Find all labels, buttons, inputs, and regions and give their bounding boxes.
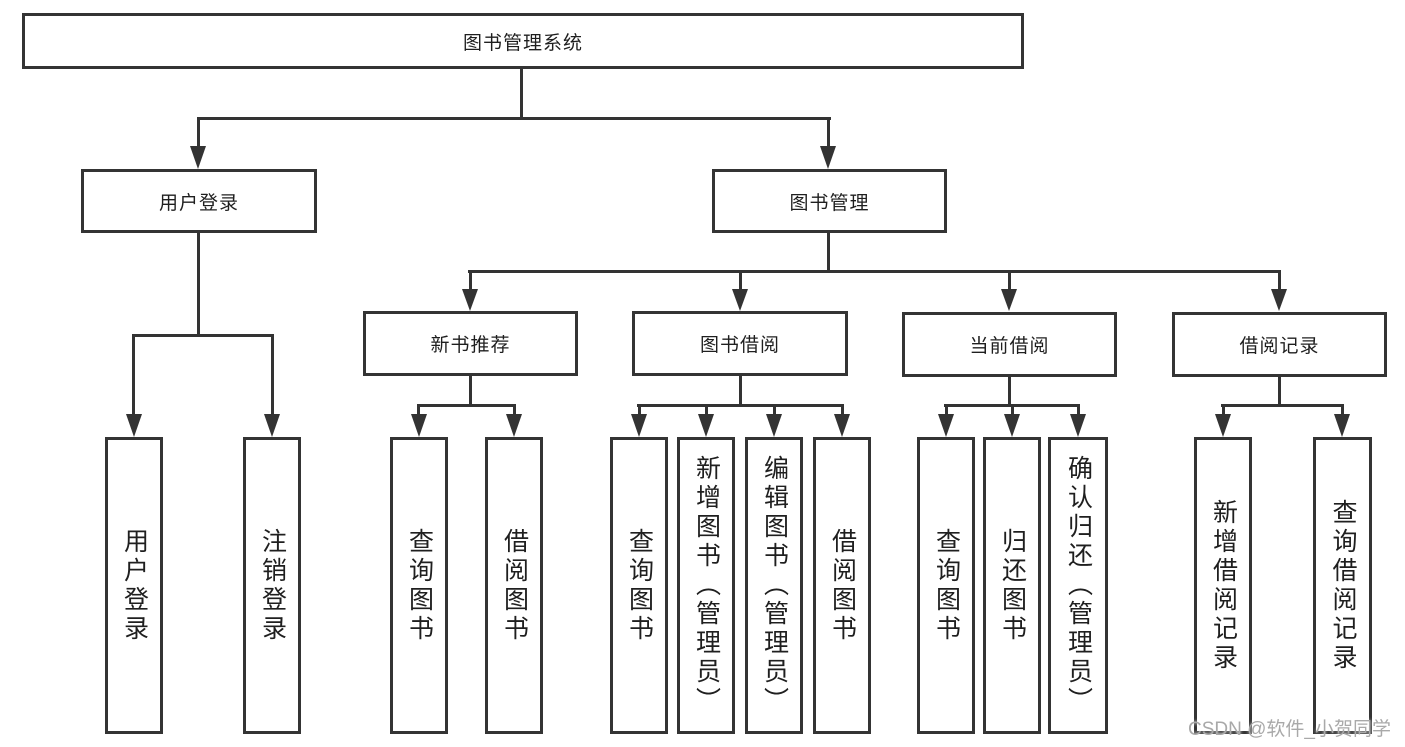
leaf-label: 借阅图书	[828, 527, 857, 644]
leaf-label: 借阅图书	[500, 527, 529, 644]
leaf-label: 用户登录	[120, 527, 149, 644]
connector-line	[468, 270, 1281, 273]
csdn-watermark: CSDN @软件_小贺同学	[1188, 719, 1391, 740]
arrow-down-icon	[631, 414, 647, 437]
leaf-edit-books-admin: 编辑图书（管理员）	[745, 437, 803, 734]
connector-line	[469, 375, 472, 406]
connector-line	[271, 336, 274, 416]
node-current-borrow: 当前借阅	[902, 312, 1117, 377]
connector-line	[197, 117, 831, 120]
connector-line	[739, 272, 742, 292]
leaf-borrow-books-2: 借阅图书	[813, 437, 871, 734]
connector-line	[1011, 406, 1014, 416]
connector-line	[1278, 272, 1281, 292]
leaf-label: 查询借阅记录	[1329, 498, 1357, 673]
connector-line	[197, 119, 200, 149]
arrow-down-icon	[938, 414, 954, 437]
arrow-down-icon	[698, 414, 714, 437]
connector-line	[1008, 376, 1011, 406]
leaf-label: 查询图书	[405, 527, 434, 644]
leaf-query-books-2: 查询图书	[610, 437, 668, 734]
leaf-label: 查询图书	[932, 527, 961, 644]
node-current-borrow-label: 当前借阅	[969, 336, 1050, 357]
node-new-book-recommend: 新书推荐	[363, 311, 578, 376]
connector-line	[520, 69, 523, 119]
connector-line	[827, 233, 830, 272]
leaf-add-books-admin: 新增图书（管理员）	[677, 437, 735, 734]
connector-line	[1341, 406, 1344, 416]
connector-line	[944, 404, 1080, 407]
leaf-label: 查询图书	[625, 527, 654, 644]
leaf-label: 注销登录	[258, 527, 287, 644]
leaf-confirm-return-admin: 确认归还（管理员）	[1048, 437, 1108, 734]
node-user-login-label: 用户登录	[158, 192, 239, 214]
connector-line	[469, 272, 472, 292]
arrow-down-icon	[462, 289, 478, 311]
leaf-return-books: 归还图书	[983, 437, 1041, 734]
arrow-down-icon	[766, 414, 782, 437]
arrow-down-icon	[1271, 289, 1287, 311]
connector-line	[841, 406, 844, 416]
arrow-down-icon	[1001, 289, 1017, 311]
leaf-borrow-books-1: 借阅图书	[485, 437, 543, 734]
node-root-label: 图书管理系统	[462, 32, 583, 54]
node-book-borrow: 图书借阅	[632, 311, 848, 376]
leaf-label: 新增借阅记录	[1209, 498, 1238, 673]
node-book-management: 图书管理	[712, 169, 947, 233]
node-borrow-records-label: 借阅记录	[1239, 336, 1320, 357]
connector-line	[637, 404, 844, 407]
connector-line	[638, 406, 641, 416]
connector-line	[945, 406, 948, 416]
node-borrow-records: 借阅记录	[1172, 312, 1387, 377]
node-user-login: 用户登录	[81, 169, 317, 233]
connector-line	[513, 406, 516, 416]
leaf-label: 归还图书	[998, 527, 1027, 644]
connector-line	[1278, 376, 1281, 406]
connector-line	[1077, 406, 1080, 416]
leaf-query-books-1: 查询图书	[390, 437, 448, 734]
connector-line	[773, 406, 776, 416]
arrow-down-icon	[1004, 414, 1020, 437]
arrow-down-icon	[732, 289, 748, 311]
arrow-down-icon	[264, 414, 280, 437]
leaf-query-borrow-record: 查询借阅记录	[1313, 437, 1372, 734]
connector-line	[1221, 404, 1344, 407]
arrow-down-icon	[820, 146, 836, 169]
connector-line	[739, 375, 742, 406]
connector-line	[132, 336, 135, 416]
arrow-down-icon	[126, 414, 142, 437]
node-new-book-recommend-label: 新书推荐	[430, 335, 511, 356]
leaf-logout: 注销登录	[243, 437, 301, 734]
connector-line	[1008, 272, 1011, 292]
leaf-user-login: 用户登录	[105, 437, 163, 734]
connector-line	[417, 406, 420, 416]
connector-line	[197, 233, 200, 336]
connector-line	[1222, 406, 1225, 416]
leaf-label: 新增图书（管理员）	[692, 455, 721, 716]
leaf-label: 编辑图书（管理员）	[760, 455, 789, 716]
arrow-down-icon	[1070, 414, 1086, 437]
leaf-query-books-3: 查询图书	[917, 437, 975, 734]
arrow-down-icon	[1215, 414, 1231, 437]
node-root: 图书管理系统	[22, 13, 1024, 69]
node-book-management-label: 图书管理	[789, 192, 870, 214]
node-book-borrow-label: 图书借阅	[699, 335, 780, 356]
leaf-add-borrow-record: 新增借阅记录	[1194, 437, 1252, 734]
connector-line	[705, 406, 708, 416]
arrow-down-icon	[834, 414, 850, 437]
arrow-down-icon	[411, 414, 427, 437]
connector-line	[827, 119, 830, 149]
connector-line	[417, 404, 516, 407]
connector-line	[132, 334, 274, 337]
arrow-down-icon	[506, 414, 522, 437]
arrow-down-icon	[1334, 414, 1350, 437]
leaf-label: 确认归还（管理员）	[1064, 455, 1093, 716]
arrow-down-icon	[190, 146, 206, 169]
